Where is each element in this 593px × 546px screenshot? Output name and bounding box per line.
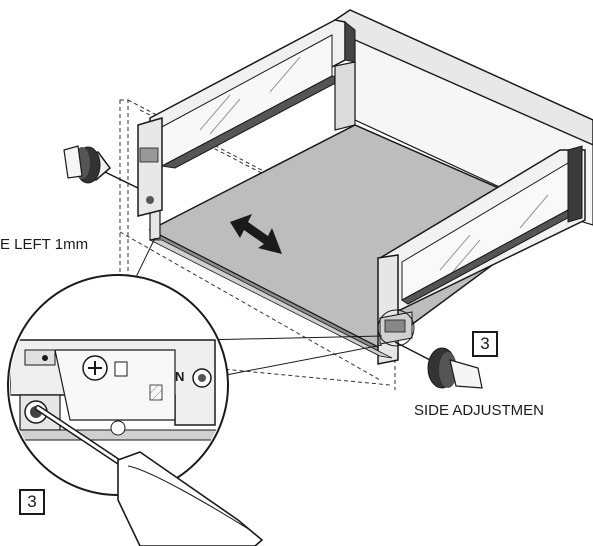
double-arrow-icon (230, 214, 282, 254)
front-right-post (149, 239, 413, 365)
front-left-post (137, 117, 163, 217)
screwdriver-icon (35, 405, 264, 546)
step-badge-detail: 3 (19, 489, 45, 515)
screwdriver-icon (394, 341, 483, 389)
left-side-panel (149, 19, 356, 212)
detail-n-label: N (175, 369, 184, 384)
right-side-panel (379, 145, 586, 311)
detail-magnifier: N (7, 274, 229, 496)
screwdriver-icon (63, 145, 139, 189)
side-adjustment-label: SIDE ADJUSTMEN (414, 402, 545, 419)
side-adjustment-left-label: E LEFT 1mm (0, 236, 89, 253)
step-badge-right: 3 (472, 331, 498, 357)
